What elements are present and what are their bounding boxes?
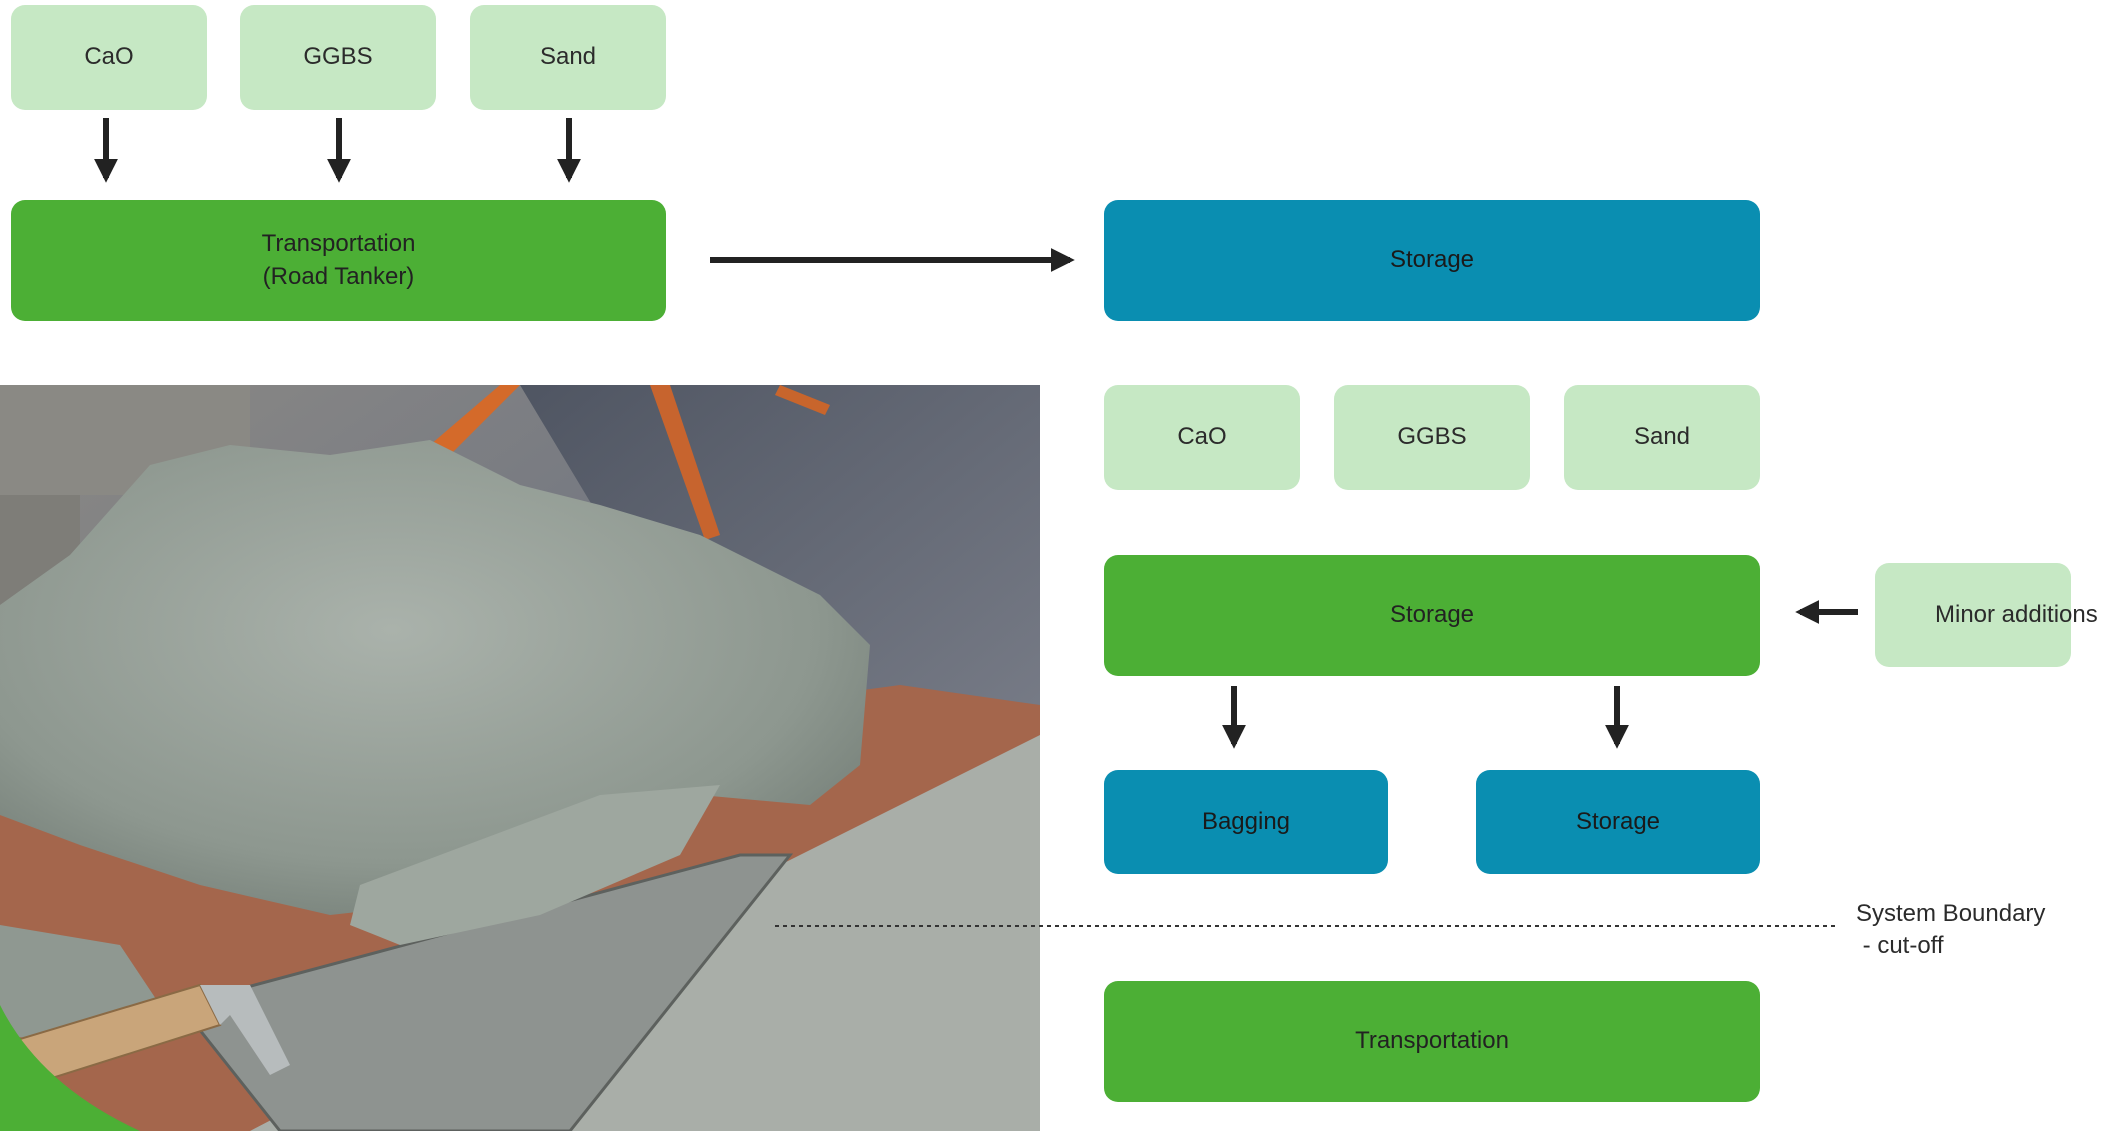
storage-top: Storage <box>1104 200 1760 321</box>
input-sand-mid: Sand <box>1564 385 1760 490</box>
input-label: GGBS <box>1397 423 1467 451</box>
transport-bottom-label: Transportation <box>1355 1027 1509 1055</box>
input-label: CaO <box>1177 423 1227 451</box>
storage-final-label: Storage <box>1575 807 1661 835</box>
input-cao-mid: CaO <box>1104 385 1300 490</box>
storage-final: Storage <box>1476 770 1760 874</box>
transport-title: Transportation <box>261 230 416 258</box>
storage-top-label: Storage <box>1389 246 1475 274</box>
storage-mix-label: Storage <box>1389 601 1475 629</box>
transportation-road-tanker: Transportation (Road Tanker) <box>11 200 666 321</box>
mortar-photo <box>0 385 1040 1131</box>
minor-additions-label: Minor additions <box>1935 600 2098 628</box>
boundary-line2: - cut-off <box>1856 932 1944 960</box>
input-cao-top: CaO <box>11 5 207 110</box>
minor-additions: Minor additions <box>1875 563 2098 667</box>
input-ggbs-top: GGBS <box>240 5 436 110</box>
bagging: Bagging <box>1104 770 1388 874</box>
input-label: GGBS <box>303 43 373 71</box>
bagging-label: Bagging <box>1201 807 1291 835</box>
input-label: Sand <box>1633 423 1691 451</box>
green-corner-swoosh <box>0 1005 140 1131</box>
transportation-bottom: Transportation <box>1104 981 1760 1102</box>
system-boundary-label: System Boundary - cut-off <box>1856 898 2045 963</box>
trowel-blade <box>177 853 794 1131</box>
boundary-line1: System Boundary <box>1856 900 2046 927</box>
input-label: CaO <box>84 43 134 71</box>
storage-mix: Storage <box>1104 555 1760 676</box>
input-ggbs-mid: GGBS <box>1334 385 1530 490</box>
transport-subtitle: (Road Tanker) <box>262 262 415 290</box>
input-label: Sand <box>539 43 597 71</box>
input-sand-top: Sand <box>470 5 666 110</box>
